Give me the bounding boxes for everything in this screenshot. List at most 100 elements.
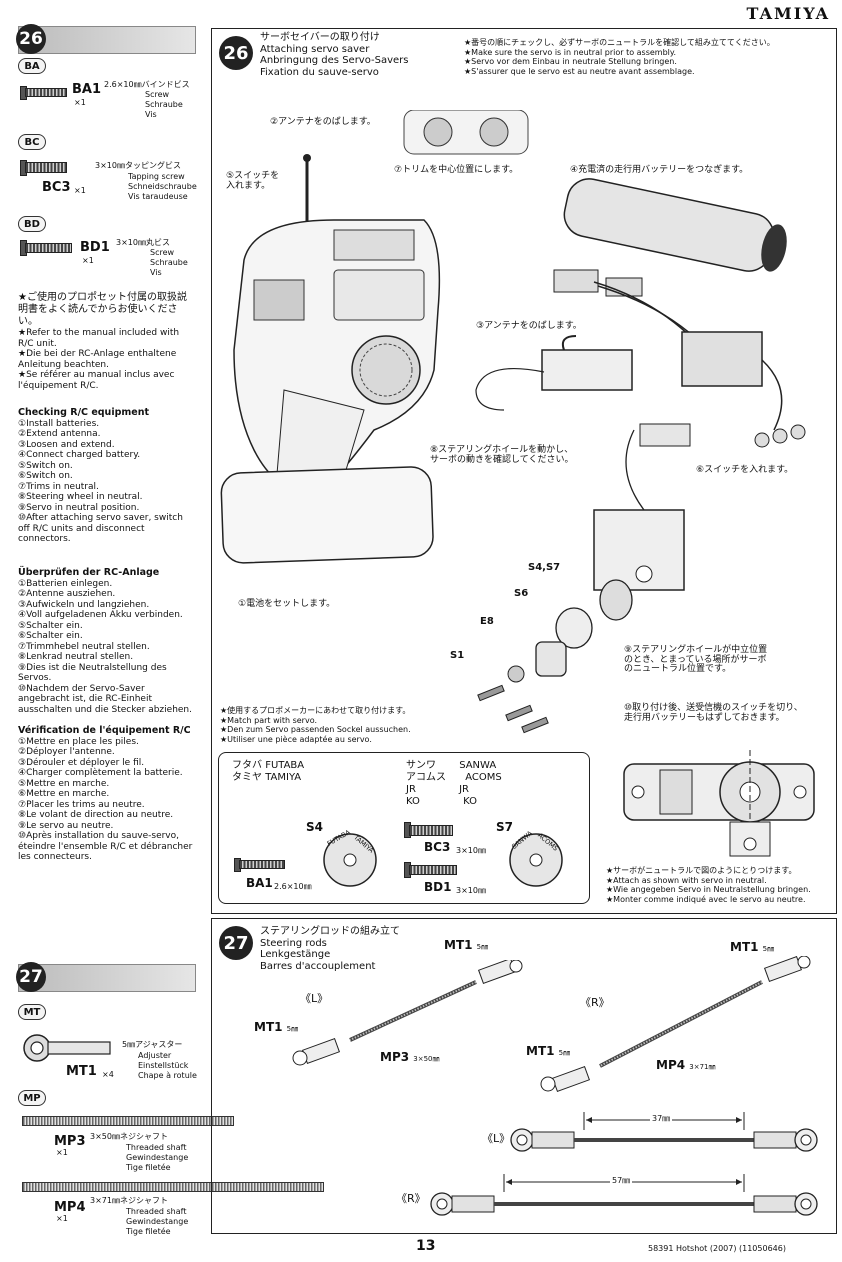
shaft-mp4-icon — [22, 1182, 324, 1192]
caption-9: ⑨ステアリングホイールが中立位置のとき、とまっている場所がサーボのニュートラル位… — [624, 645, 768, 674]
part-desc: Chape à rotule — [138, 1071, 197, 1080]
dim-37: 37㎜ — [650, 1114, 673, 1124]
part-qty: ×1 — [56, 1148, 68, 1157]
step-26-panel-badge: 26 — [219, 36, 253, 70]
bag-bd-tag: BD — [18, 216, 46, 232]
part-desc: Schraube — [150, 258, 188, 267]
screw-bc3-icon — [25, 162, 67, 173]
step-26-panel — [211, 28, 837, 914]
part-code: BC3 — [42, 180, 71, 195]
part-code: BD1 — [80, 240, 110, 255]
checking-de: Überprüfen der RC-Anlage ①Batterien einl… — [18, 567, 193, 715]
part-desc: Tige filetée — [126, 1163, 171, 1172]
step-27-panel-badge: 27 — [219, 926, 253, 960]
dim-57: 57㎜ — [610, 1176, 633, 1186]
mp3-label: MP3 3×50㎜ — [380, 1050, 440, 1064]
s7-horn-disc — [509, 833, 563, 887]
part-desc: Screw — [150, 248, 175, 257]
bc3-size: 3×10㎜ — [456, 846, 486, 855]
part-qty: ×4 — [102, 1070, 114, 1079]
bd1-size: 3×10㎜ — [456, 886, 486, 895]
rod-R-exploded — [540, 956, 811, 1093]
part-desc: Vis — [150, 268, 162, 277]
caption-5: ⑤スイッチを入れます。 — [226, 171, 280, 191]
rod-L-exploded — [292, 960, 523, 1066]
caption-4: ④充電済の走行用バッテリーをつなぎます。 — [570, 165, 749, 175]
checking-fr: Vérification de l'équipement R/C ①Mettre… — [18, 725, 193, 862]
rod-L-label: 《L》 — [300, 992, 329, 1005]
maker-table-right: サンワ SANWA アコムス ACOMS JR JR KO KO — [406, 760, 502, 807]
part-desc: 3×10㎜タッピングビス — [95, 161, 181, 170]
ba1-size: 2.6×10㎜ — [274, 882, 312, 891]
part-desc: Adjuster — [138, 1051, 172, 1060]
part-qty: ×1 — [56, 1214, 68, 1223]
rod-R-label: 《R》 — [580, 996, 610, 1009]
part-desc: 3×50㎜ネジシャフト — [90, 1132, 168, 1141]
part-qty: ×1 — [82, 256, 94, 265]
assembled-R-label: 《R》 — [396, 1192, 426, 1205]
step-26-notes: ★番号の順にチェックし、必ずサーボのニュートラルを確認して組み立ててください。★… — [464, 38, 775, 76]
screw-bd1-icon — [25, 243, 72, 253]
bc3-screw-icon — [409, 825, 453, 836]
part-desc: Gewindestange — [126, 1217, 189, 1226]
part-desc: Einstellstück — [138, 1061, 189, 1070]
assembled-L-label: 《L》 — [482, 1132, 511, 1145]
servo-saver-parts — [477, 579, 633, 734]
servo-maker-box — [218, 752, 590, 904]
part-desc: 3×71㎜ネジシャフト — [90, 1196, 168, 1205]
maker-table-left: フタバ FUTABA タミヤ TAMIYA — [232, 760, 305, 783]
part-qty: ×1 — [74, 98, 86, 107]
bd1-label: BD1 — [424, 880, 452, 894]
bag-mt-tag: MT — [18, 1004, 46, 1020]
caption-8: ⑧ステアリングホイールを動かし、サーボの動きを確認してください。 — [430, 445, 574, 465]
shaft-mp3-icon — [22, 1116, 234, 1126]
part-code: MP4 — [54, 1200, 86, 1215]
mt1-label-L-bottom: MT1 5㎜ — [254, 1020, 299, 1034]
mp4-label: MP4 3×71㎜ — [656, 1058, 716, 1072]
part-desc: Vis — [145, 110, 157, 119]
rod-L-assembled — [510, 1112, 818, 1152]
caption-1: ①電池をセットします。 — [238, 599, 336, 609]
bag-mp-tag: MP — [18, 1090, 46, 1106]
part-code: BA1 — [72, 82, 102, 97]
ba1-label: BA1 — [246, 876, 273, 890]
bag-bc-tag: BC — [18, 134, 46, 150]
part-label-s6: S6 — [514, 588, 529, 599]
part-desc: Threaded shaft — [126, 1143, 187, 1152]
part-desc: Tapping screw — [128, 172, 185, 181]
mt1-label-R-bottom: MT1 5㎜ — [526, 1044, 571, 1058]
bag-ba-tag: BA — [18, 58, 46, 74]
ba1-screw-icon — [239, 860, 285, 869]
step-26-bar — [18, 26, 196, 54]
part-desc: 5㎜アジャスター — [122, 1040, 183, 1049]
part-desc: Gewindestange — [126, 1153, 189, 1162]
part-label-e8: E8 — [480, 616, 494, 627]
bd1-screw-icon — [409, 865, 457, 875]
part-code: MT1 — [66, 1064, 97, 1079]
match-notes: ★使用するプロポメーカーにあわせて取り付けます。★Match part with… — [220, 706, 411, 744]
part-desc: 3×10㎜丸ビス — [116, 238, 170, 247]
caption-10: ⑩取り付け後、送受信機のスイッチを切り、走行用バッテリーもはずしておきます。 — [624, 703, 803, 723]
caption-7: ⑦トリムを中心位置にします。 — [394, 165, 519, 175]
page-number: 13 — [416, 1238, 436, 1254]
part-desc: Threaded shaft — [126, 1207, 187, 1216]
bc3-label: BC3 — [424, 840, 451, 854]
part-label-s1: S1 — [450, 650, 465, 661]
step-26-badge: 26 — [16, 24, 46, 54]
part-qty: ×1 — [74, 186, 86, 195]
neutral-notes: ★サーボがニュートラルで図のようにとりつけます。★Attach as shown… — [606, 866, 811, 904]
part-desc: Tige filetée — [126, 1227, 171, 1236]
caption-3: ③アンテナをのばします。 — [476, 321, 582, 331]
mt1-label-R-top: MT1 5㎜ — [730, 940, 775, 954]
part-desc: Vis taraudeuse — [128, 192, 188, 201]
brand-logo: TAMIYA — [746, 4, 830, 23]
kit-code: 58391 Hotshot (2007) (11050646) — [648, 1244, 786, 1253]
step-27-badge: 27 — [16, 962, 46, 992]
rc-equipment-illustration — [220, 110, 806, 591]
manual-notes: ★ご使用のプロポセット付属の取扱説明書をよく読んでからお使いください。 ★Ref… — [18, 292, 187, 391]
part-desc: Schneidschraube — [128, 182, 197, 191]
part-label-s4s7: S4,S7 — [528, 562, 561, 573]
rod-R-assembled — [430, 1174, 818, 1216]
caption-6: ⑥スイッチを入れます。 — [696, 465, 794, 475]
